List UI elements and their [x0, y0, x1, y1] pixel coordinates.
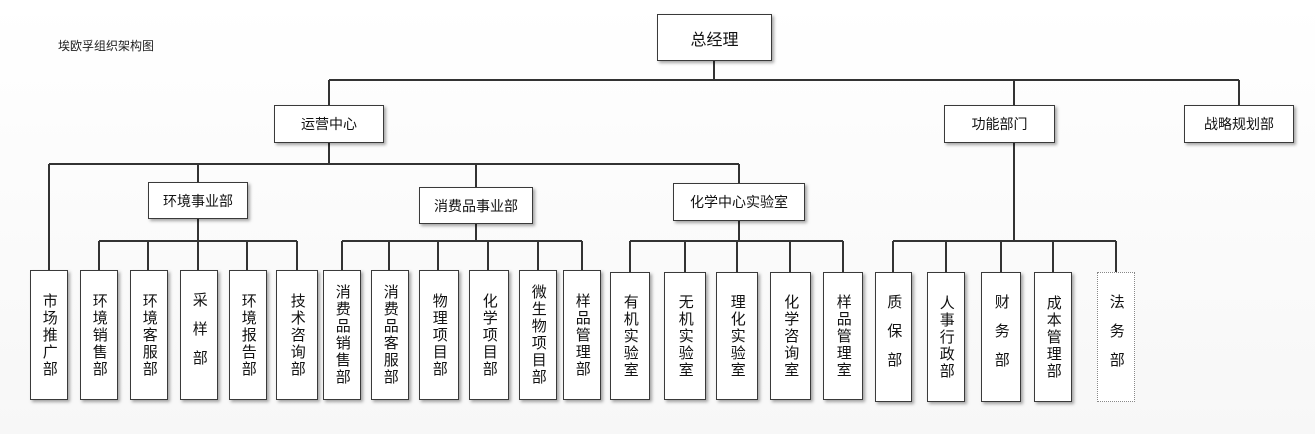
node-general-manager: 总经理	[657, 14, 772, 61]
unit-sampling: 采样部	[180, 270, 218, 400]
node-chem-lab: 化学中心实验室	[673, 183, 805, 221]
unit-micro-project: 微生物项目部	[519, 270, 557, 400]
unit-finance: 财务部	[981, 272, 1021, 402]
unit-env-service: 环境客服部	[130, 270, 168, 400]
node-operations-center: 运营中心	[274, 105, 384, 143]
unit-chem-project: 化学项目部	[469, 270, 509, 400]
unit-env-sales: 环境销售部	[80, 270, 118, 400]
unit-physics-project: 物理项目部	[419, 270, 459, 400]
node-strategy-dept: 战略规划部	[1184, 105, 1294, 143]
unit-sample-mgmt: 样品管理部	[563, 270, 601, 400]
unit-chem-consult: 化学咨询室	[770, 272, 811, 400]
unit-tech-consult: 技术咨询部	[276, 270, 318, 400]
unit-quality-assurance: 质保部	[875, 272, 912, 402]
unit-consumer-service: 消费品客服部	[371, 270, 409, 400]
unit-cost-mgmt: 成本管理部	[1034, 272, 1072, 402]
unit-inorganic-lab: 无机实验室	[664, 272, 706, 400]
unit-physchem-lab: 理化实验室	[716, 272, 758, 400]
node-consumer-bu: 消费品事业部	[419, 187, 533, 224]
unit-hr-admin: 人事行政部	[927, 272, 965, 402]
unit-sample-room: 样品管理室	[823, 272, 863, 400]
unit-env-report: 环境报告部	[229, 270, 267, 400]
node-environment-bu: 环境事业部	[148, 182, 248, 219]
node-functional-departments: 功能部门	[944, 105, 1055, 143]
unit-legal: 法务部	[1097, 272, 1135, 402]
unit-organic-lab: 有机实验室	[610, 272, 650, 400]
unit-marketing: 市场推广部	[30, 270, 68, 400]
unit-consumer-sales: 消费品销售部	[323, 270, 361, 400]
chart-title: 埃欧孚组织架构图	[58, 39, 155, 53]
